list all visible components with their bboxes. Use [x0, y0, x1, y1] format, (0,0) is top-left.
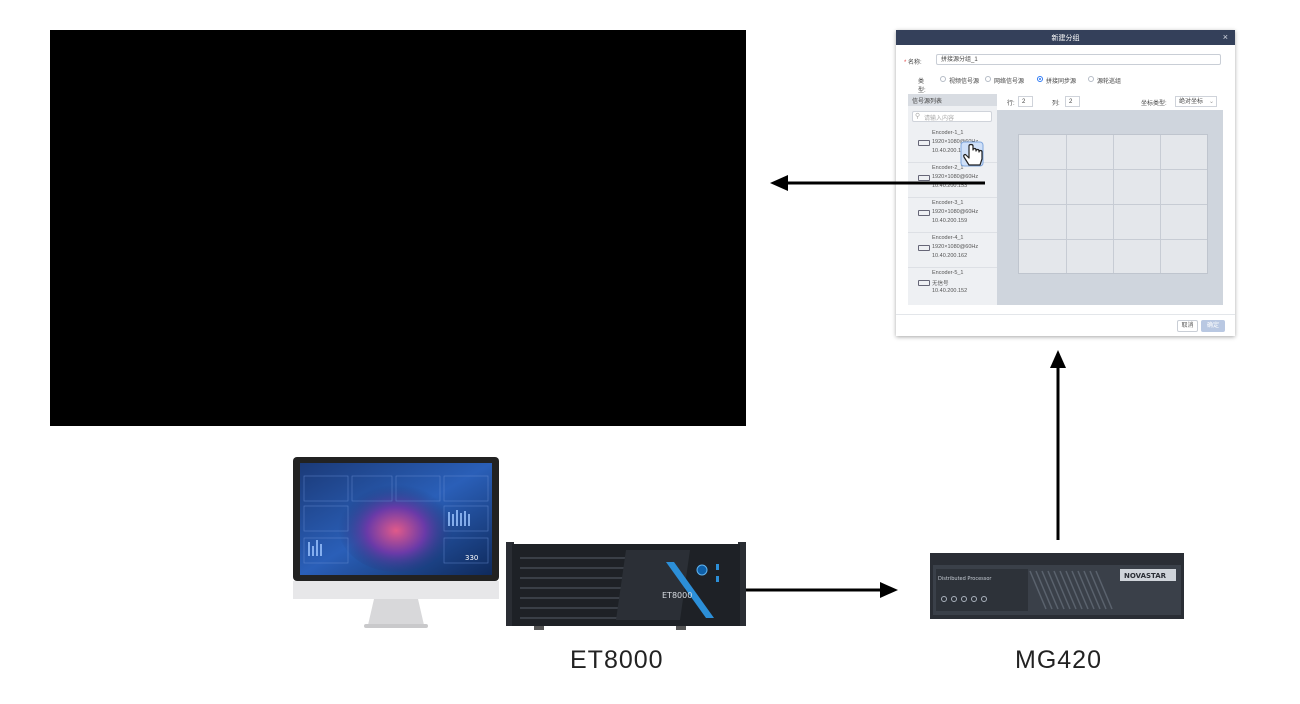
search-placeholder: 请输入内容 [924, 116, 955, 122]
coord-type-value: 绝对坐标 [1179, 99, 1204, 105]
type-label: 类型: [918, 79, 926, 94]
video-wall-display [50, 30, 746, 426]
hand-cursor-icon [960, 141, 984, 167]
source-item[interactable]: Encoder-1_1 1920×1080@60Hz 10.40.200.168 [908, 128, 997, 163]
mg420-controller-icon: Distributed Processor NOVASTAR [930, 553, 1184, 619]
mg420-label: MG420 [1015, 646, 1102, 674]
source-search-input[interactable]: ⚲ 请输入内容 [912, 111, 992, 122]
source-list-header: 信号源列表 [908, 94, 997, 106]
dialog-header: 新建分组 × [896, 30, 1235, 45]
dialog-footer: 取消 确定 [896, 314, 1235, 337]
grid-cell [1067, 135, 1114, 170]
close-icon[interactable]: × [1222, 32, 1228, 42]
novastar-logo-text: NOVASTAR [1124, 572, 1167, 580]
radio-label-video-source: 视频信号源 [949, 79, 980, 85]
hdmi-icon [918, 175, 930, 181]
radio-label-sync-source: 拼接同步源 [1046, 79, 1077, 85]
hdmi-icon [918, 210, 930, 216]
required-mark: * [904, 60, 907, 66]
radio-label-tour-group: 源轮巡组 [1097, 79, 1122, 85]
source-format: 1920×1080@60Hz [932, 139, 979, 145]
arrow-controller-to-dialog [1050, 350, 1066, 540]
grid-cell [1114, 135, 1161, 170]
source-name: Encoder-3_1 [932, 200, 964, 206]
source-ip: 10.40.200.159 [932, 218, 968, 224]
source-item[interactable]: Encoder-2_1 1920×1080@60Hz 10.40.200.153 [908, 163, 997, 198]
row-input[interactable]: 2 [1018, 96, 1033, 107]
source-format: 1920×1080@60Hz [932, 174, 979, 180]
chevron-down-icon: ⌄ [1208, 99, 1214, 105]
source-item[interactable]: Encoder-5_1 无信号 10.40.200.152 [908, 268, 997, 302]
search-icon: ⚲ [915, 113, 921, 120]
radio-video-source[interactable] [940, 76, 946, 82]
radio-sync-source[interactable] [1037, 76, 1043, 82]
et8000-label: ET8000 [570, 646, 664, 674]
et8000-faceplate-label: ET8000 [662, 591, 692, 600]
grid-cell [1114, 170, 1161, 205]
grid-cell [1019, 240, 1067, 273]
name-input[interactable]: 拼接源分组_1 [936, 54, 1221, 65]
monitor-center-value: 330 [465, 554, 478, 562]
grid-toolbar: 行: 2 列: 2 坐标类型: 绝对坐标 ⌄ [997, 94, 1223, 110]
grid-cell [1067, 205, 1114, 240]
hdmi-icon [918, 140, 930, 146]
row-label: 行: [1007, 101, 1015, 107]
grid-cell [1019, 135, 1067, 170]
name-label-text: 名称: [908, 60, 922, 66]
grid-cell [1114, 205, 1161, 240]
source-item[interactable]: Encoder-4_1 1920×1080@60Hz 10.40.200.162 [908, 233, 997, 268]
grid-cell [1067, 240, 1114, 273]
name-label: * 名称: [904, 57, 922, 66]
source-ip: 10.40.200.168 [932, 148, 968, 154]
dialog-title: 新建分组 [1051, 35, 1080, 42]
grid-cell [1019, 205, 1067, 240]
source-name: Encoder-4_1 [932, 235, 964, 241]
source-name: Encoder-2_1 [932, 165, 964, 171]
source-name: Encoder-5_1 [932, 270, 964, 276]
grid-cell [1019, 170, 1067, 205]
radio-label-network-source: 网络信号源 [994, 79, 1025, 85]
coord-type-label: 坐标类型: [1141, 101, 1167, 107]
radio-tour-group[interactable] [1088, 76, 1094, 82]
cancel-button[interactable]: 取消 [1177, 320, 1198, 332]
new-group-dialog: 新建分组 × * 名称: 拼接源分组_1 类型: 视频信号源 网络信号源 拼接同… [896, 30, 1235, 336]
grid-cell [1114, 240, 1161, 273]
source-name: Encoder-1_1 [932, 130, 964, 136]
source-list-panel: 信号源列表 ⚲ 请输入内容 Encoder-1_1 1920×1080@60Hz… [908, 94, 997, 305]
mg420-faceplate-text: Distributed Processor [938, 576, 992, 582]
grid-cell [1067, 170, 1114, 205]
arrow-dialog-to-display [770, 175, 985, 191]
layout-canvas[interactable] [1018, 134, 1208, 274]
hdmi-icon [918, 280, 930, 286]
grid-cell [1161, 170, 1207, 205]
source-format: 1920×1080@60Hz [932, 209, 979, 215]
grid-cell [1161, 205, 1207, 240]
et8000-processor-icon: ET8000 [506, 542, 746, 630]
radio-network-source[interactable] [985, 76, 991, 82]
ok-button[interactable]: 确定 [1201, 320, 1225, 332]
source-ip: 10.40.200.153 [932, 183, 968, 189]
source-ip: 10.40.200.152 [932, 288, 968, 294]
hdmi-icon [918, 245, 930, 251]
layout-grid-area: 行: 2 列: 2 坐标类型: 绝对坐标 ⌄ [997, 94, 1223, 305]
grid-cell [1161, 135, 1207, 170]
coord-type-select[interactable]: 绝对坐标 ⌄ [1175, 96, 1217, 107]
source-ip: 10.40.200.162 [932, 253, 968, 259]
source-list-title: 信号源列表 [912, 99, 943, 105]
col-input[interactable]: 2 [1065, 96, 1080, 107]
source-format: 1920×1080@60Hz [932, 244, 979, 250]
monitor-icon: 330 [293, 457, 499, 628]
source-item[interactable]: Encoder-3_1 1920×1080@60Hz 10.40.200.159 [908, 198, 997, 233]
col-label: 列: [1052, 101, 1060, 107]
source-format: 无信号 [932, 281, 949, 287]
